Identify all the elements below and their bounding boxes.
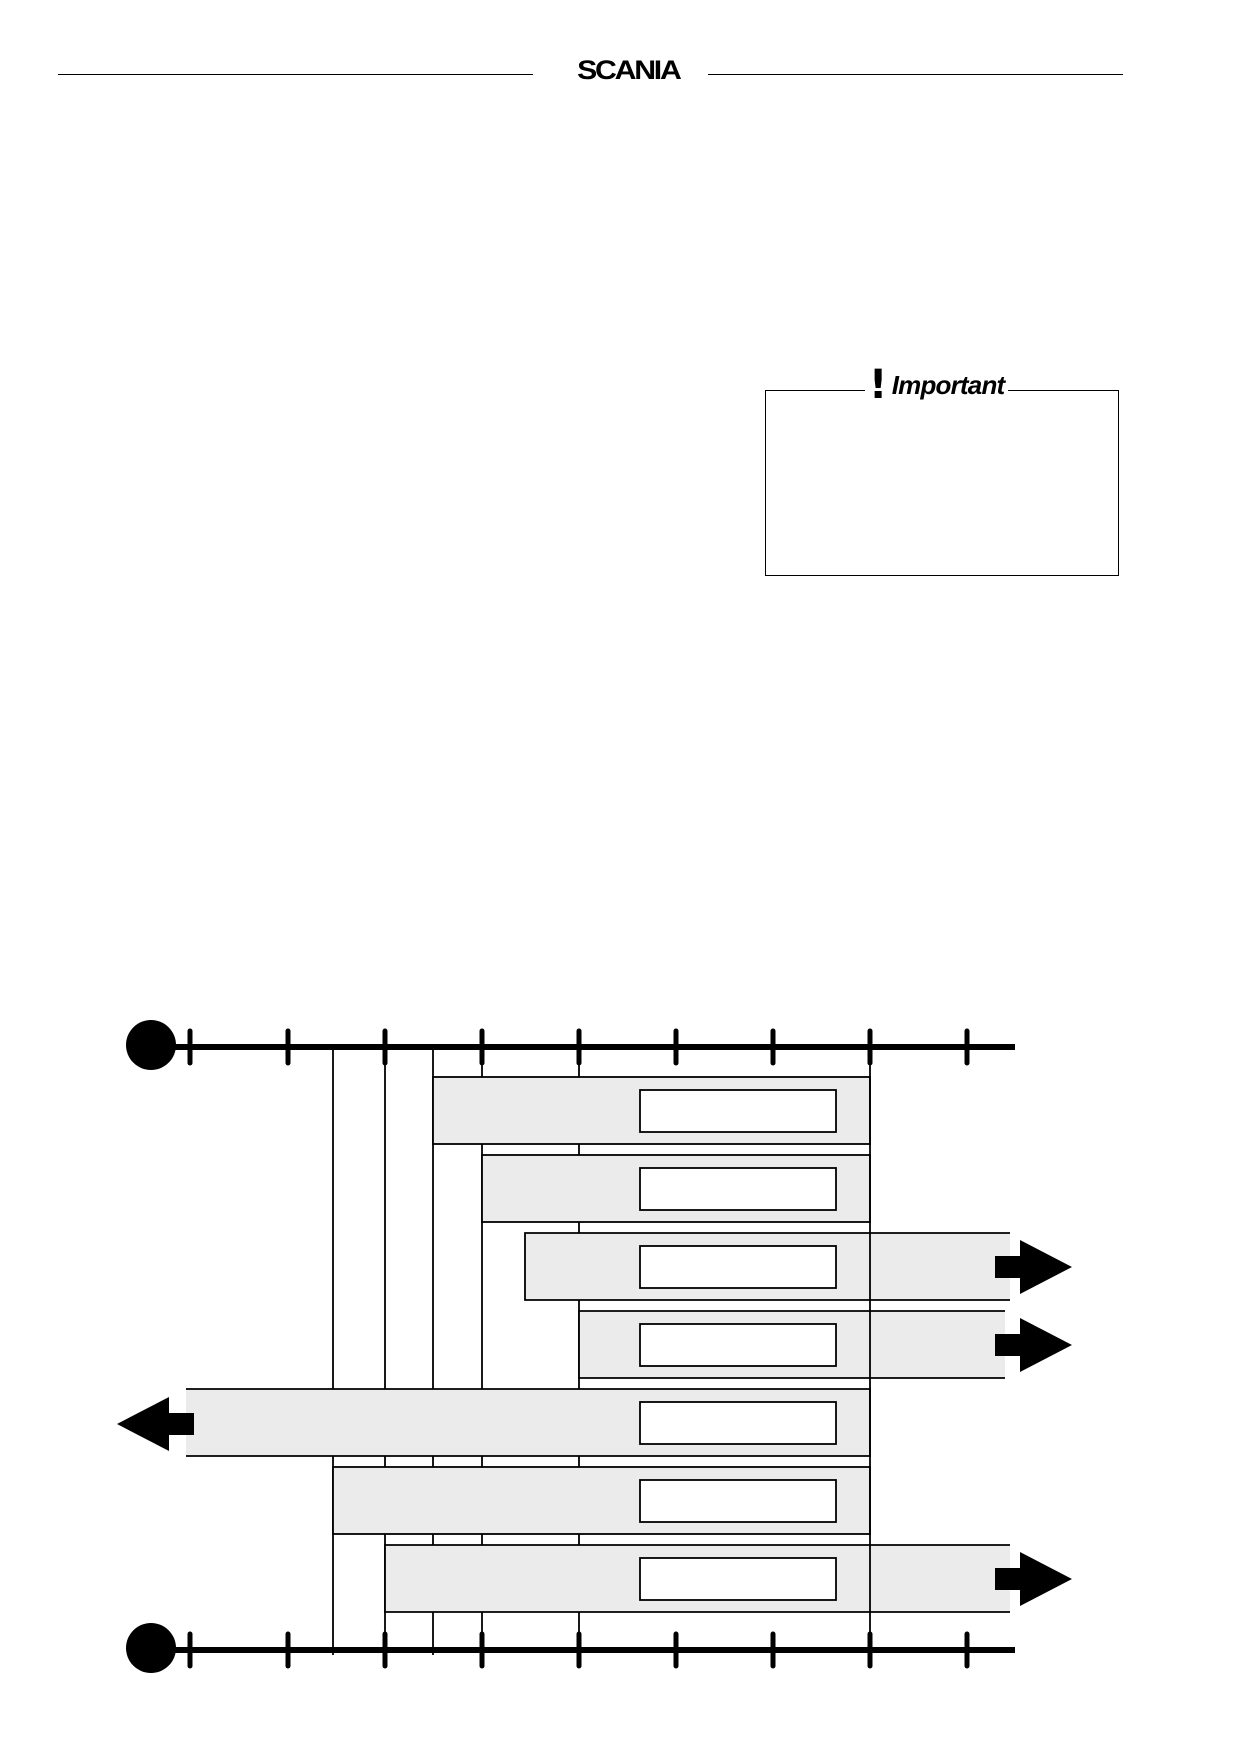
bar-5 (117, 1388, 871, 1457)
bar-6 (332, 1466, 871, 1535)
important-notice-box: ! Important (765, 365, 1119, 576)
arrow-right-icon (995, 1552, 1072, 1606)
axis-ticks (187, 1028, 970, 1066)
axis-ticks (187, 1631, 970, 1669)
arrow-left-icon (117, 1397, 194, 1451)
exclamation-icon: ! (869, 362, 888, 408)
bar-2 (481, 1154, 871, 1223)
important-heading: ! Important (865, 362, 1009, 408)
bar-label-box (639, 1245, 837, 1289)
arrow-right-icon (995, 1240, 1072, 1294)
header-rule-left (58, 74, 533, 75)
top-time-axis (126, 1020, 1015, 1070)
important-label: Important (891, 370, 1005, 400)
bottom-time-axis (126, 1623, 1015, 1673)
arrow-right-icon (995, 1318, 1072, 1372)
scania-logo: SCANIA (577, 55, 682, 85)
bar-1 (432, 1076, 871, 1145)
bar-7 (384, 1544, 1072, 1613)
bar-label-box (639, 1557, 837, 1601)
bar-label-box (639, 1323, 837, 1367)
axis-origin-dot (126, 1623, 176, 1673)
bar-label-box (639, 1167, 837, 1211)
bar-4 (578, 1310, 1072, 1379)
header-rule-right (708, 74, 1123, 75)
bar-label-box (639, 1401, 837, 1445)
bar-label-box (639, 1479, 837, 1523)
bar-label-box (639, 1089, 837, 1133)
axis-origin-dot (126, 1020, 176, 1070)
bar-3 (524, 1232, 1072, 1301)
